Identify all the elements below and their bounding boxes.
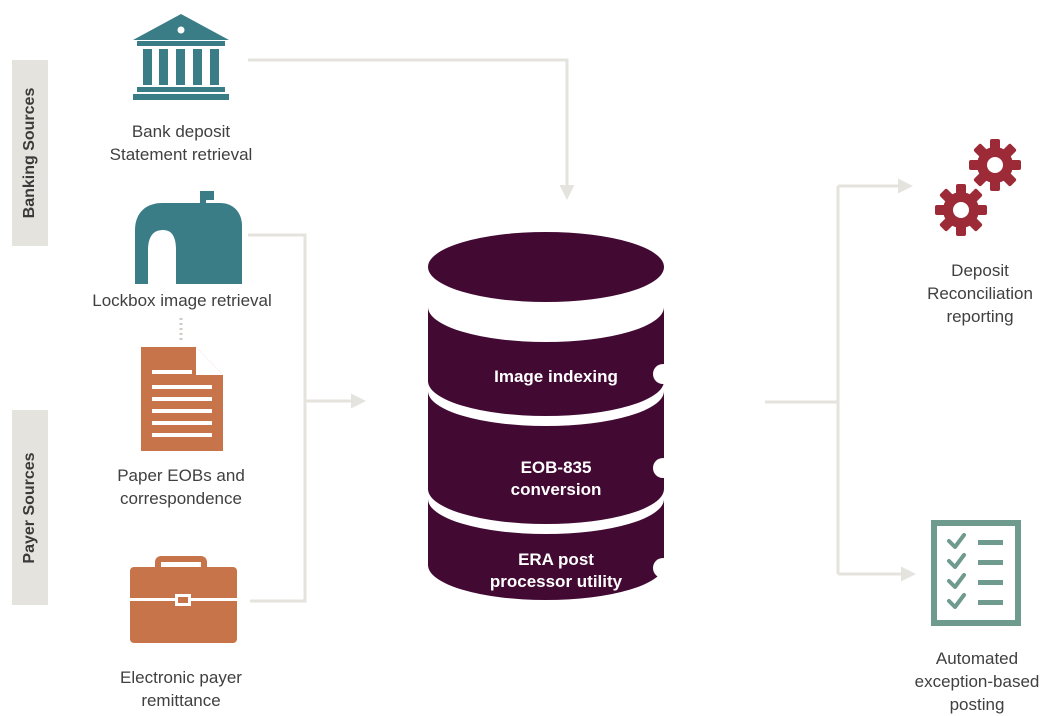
mailbox-icon <box>135 191 242 284</box>
indexing-dot <box>653 364 673 384</box>
image-indexing-label: Image indexing <box>494 367 618 386</box>
deposit-label: Deposit Reconciliation reporting <box>927 261 1033 326</box>
conversion-dot <box>653 458 673 478</box>
briefcase-icon <box>130 556 237 643</box>
automated-label: Automated exception-based posting <box>914 649 1040 714</box>
checklist-icon <box>931 520 1021 626</box>
lockbox-connector <box>248 233 307 603</box>
era-utility-label: ERA post processor utility <box>489 550 623 591</box>
database <box>428 232 664 600</box>
bank-label: Bank deposit Statement retrieval <box>109 122 253 164</box>
eob-conversion-label: EOB-835 conversion <box>510 458 602 499</box>
banking-sources-band: Banking Sources <box>12 60 48 246</box>
electronic-label: Electronic payer remittance <box>120 668 242 710</box>
paper-label: Paper EOBs and correspondence <box>117 466 245 508</box>
bank-connector <box>248 58 575 200</box>
lockbox-label: Lockbox image retrieval <box>92 291 272 310</box>
document-icon <box>141 347 223 451</box>
payer-sources-band: Payer Sources <box>12 410 48 605</box>
era-dot <box>653 558 673 578</box>
gears-icon <box>935 139 1021 236</box>
